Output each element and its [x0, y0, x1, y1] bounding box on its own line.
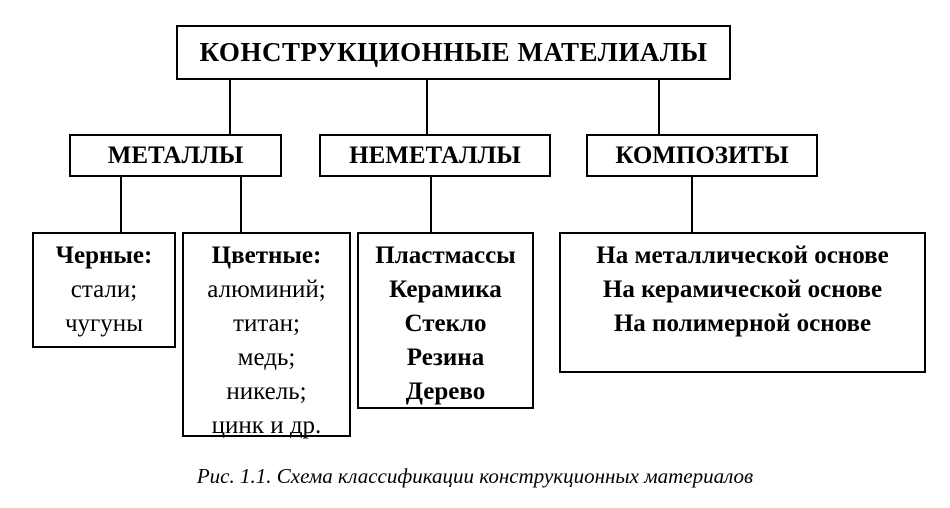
connector-root-nonmetals — [426, 80, 428, 134]
connector-composites-kinds — [691, 177, 693, 232]
ferrous-title: Черные: — [55, 242, 153, 269]
nonferrous-item: титан; — [233, 310, 300, 337]
node-composite-kinds: На металлической основе На керамической … — [559, 232, 926, 373]
node-composites-label: КОМПОЗИТЫ — [615, 141, 789, 169]
connector-metals-nonferrous — [240, 177, 242, 232]
nonmetal-kind-item: Резина — [406, 344, 485, 371]
composite-kind-item: На керамической основе — [602, 276, 883, 303]
nonferrous-item: алюминий; — [207, 276, 326, 303]
ferrous-item: чугуны — [64, 310, 143, 337]
node-nonmetals-label: НЕМЕТАЛЛЫ — [349, 141, 521, 169]
connector-root-composites — [658, 80, 660, 134]
nonmetal-kind-item: Керамика — [389, 276, 502, 303]
node-nonmetals: НЕМЕТАЛЛЫ — [319, 134, 551, 177]
connector-nonmetals-kinds — [430, 177, 432, 232]
nonferrous-item: цинк и др. — [211, 412, 322, 439]
connector-root-metals — [229, 80, 231, 134]
node-construction-materials-label: КОНСТРУКЦИОННЫЕ МАТЕЛИАЛЫ — [199, 37, 708, 67]
node-metals-label: МЕТАЛЛЫ — [107, 141, 244, 169]
nonferrous-title: Цветные: — [211, 242, 322, 269]
node-metals: МЕТАЛЛЫ — [69, 134, 282, 177]
nonmetal-kind-item: Дерево — [405, 378, 486, 405]
node-nonmetal-kinds: Пластмассы Керамика Стекло Резина Дерево — [357, 232, 534, 409]
node-construction-materials: КОНСТРУКЦИОННЫЕ МАТЕЛИАЛЫ — [176, 25, 731, 80]
nonferrous-item: медь; — [237, 344, 296, 371]
node-ferrous-metals: Черные: стали; чугуны — [32, 232, 176, 348]
node-nonferrous-metals: Цветные: алюминий; титан; медь; никель; … — [182, 232, 351, 439]
composite-kind-item: На металлической основе — [596, 242, 889, 269]
composite-kind-item: На полимерной основе — [613, 310, 872, 337]
node-composites: КОМПОЗИТЫ — [586, 134, 818, 177]
nonmetal-kind-item: Пластмассы — [375, 242, 516, 269]
figure-caption: Рис. 1.1. Схема классификации конструкци… — [196, 464, 754, 488]
nonferrous-item: никель; — [226, 378, 307, 405]
nonmetal-kind-item: Стекло — [404, 310, 487, 337]
ferrous-item: стали; — [70, 276, 138, 303]
connector-metals-ferrous — [120, 177, 122, 232]
